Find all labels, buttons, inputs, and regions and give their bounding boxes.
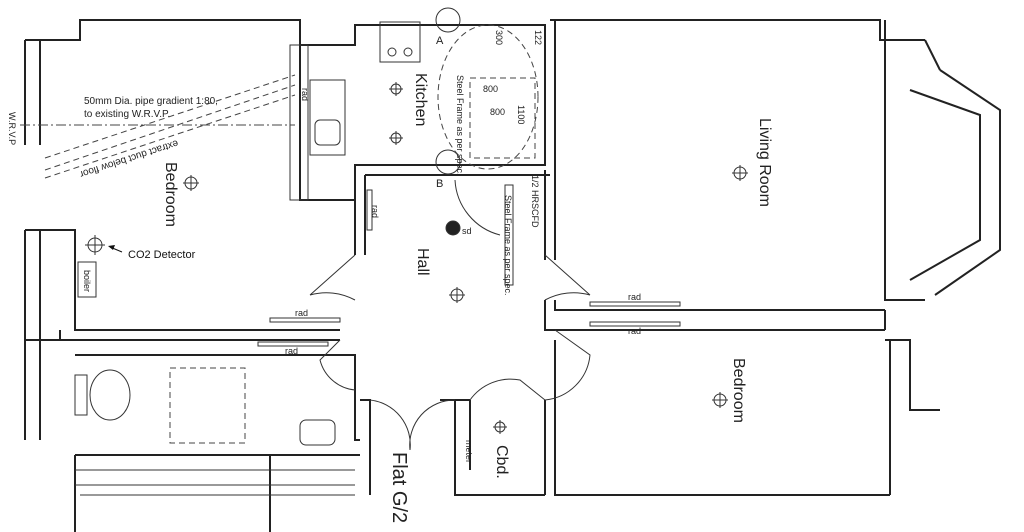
radiators bbox=[257, 184, 681, 347]
pipe-note-line1: 50mm Dia. pipe gradient 1:80, bbox=[84, 96, 218, 107]
room-label-cupboard: Cbd. bbox=[493, 445, 510, 479]
dim-1100: 1100 bbox=[516, 105, 526, 124]
dim-800-a: 800 bbox=[483, 84, 498, 94]
pipe-note-line2: to existing W.R.V.P. bbox=[84, 109, 170, 120]
smoke-detector-label: sd bbox=[462, 226, 472, 236]
hrscfd-label: 1/2 HRSCFD bbox=[530, 175, 540, 228]
bathroom-fixtures bbox=[74, 261, 336, 446]
co2-detector-label: CO2 Detector bbox=[128, 249, 196, 261]
boiler-label: boiler bbox=[82, 270, 92, 292]
rad-label: rad bbox=[300, 88, 310, 101]
walls bbox=[24, 19, 1001, 532]
rad-label: rad bbox=[628, 326, 641, 336]
rad-label: rad bbox=[285, 346, 298, 356]
room-label-hall: Hall bbox=[414, 248, 431, 276]
light-points bbox=[183, 82, 748, 434]
kitchen-units bbox=[289, 7, 539, 201]
detail-a-label: A bbox=[436, 35, 444, 47]
dim-122: 122 bbox=[533, 30, 543, 45]
room-label-living-room: Living Room bbox=[756, 118, 773, 207]
steel-frame-note-2: Steel Frame as per spec. bbox=[503, 195, 513, 296]
pipes bbox=[20, 74, 296, 179]
dim-800-b: 800 bbox=[490, 107, 505, 117]
rad-label: rad bbox=[628, 292, 641, 302]
arrow-icon bbox=[108, 245, 115, 250]
meter-label: meter bbox=[464, 440, 474, 463]
room-label-flat: Flat G/2 bbox=[388, 452, 410, 523]
room-label-bedroom-right: Bedroom bbox=[730, 358, 747, 423]
co2-detector: CO2 Detector bbox=[85, 235, 196, 261]
wrvp-label: W.R.V.P bbox=[7, 112, 17, 145]
room-label-kitchen: Kitchen bbox=[412, 73, 429, 126]
rad-label: rad bbox=[370, 205, 380, 218]
rad-label: rad bbox=[295, 308, 308, 318]
doors bbox=[309, 179, 591, 451]
steel-frame-note-1: Steel Frame as per spec. bbox=[455, 75, 465, 176]
dim-300: 300 bbox=[494, 30, 504, 45]
room-label-bedroom-left: Bedroom bbox=[162, 162, 179, 227]
detail-b-label: B bbox=[436, 178, 443, 190]
